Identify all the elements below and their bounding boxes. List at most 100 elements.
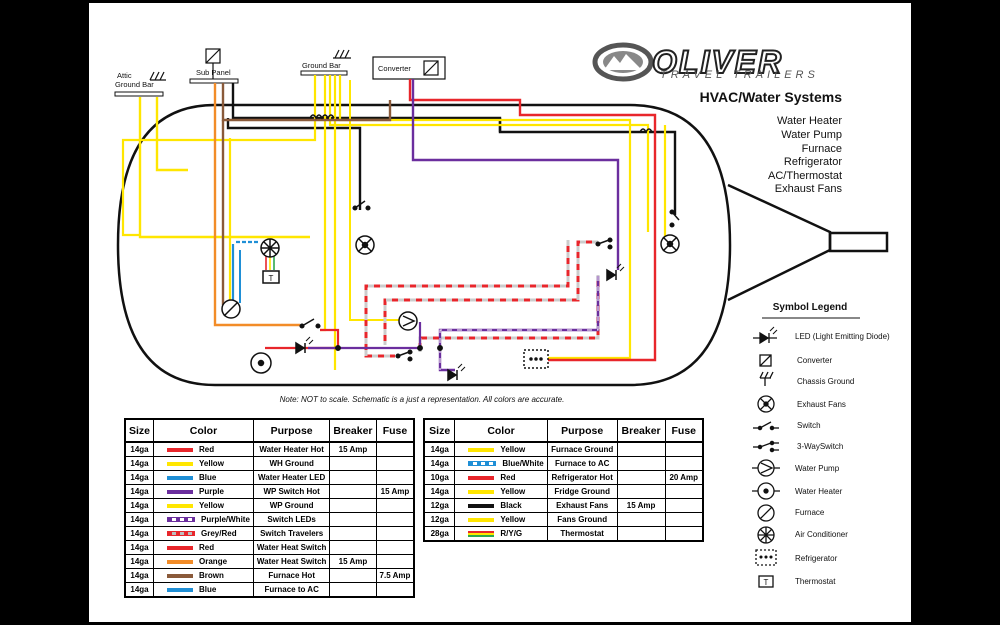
cell-size: 14ga <box>124 470 155 485</box>
col-size: Size <box>423 418 456 443</box>
cell-color: Yellow <box>153 498 254 513</box>
col-fuse: Fuse <box>664 418 704 443</box>
cell-size: 14ga <box>124 484 155 499</box>
cell-purpose: Furnace Hot <box>252 568 331 583</box>
wire-color-name: Black <box>500 501 522 510</box>
wire-color-swatch <box>468 517 495 522</box>
cell-size: 14ga <box>124 441 155 457</box>
switch-icon <box>669 209 680 228</box>
wire-color-name: Grey/Red <box>201 529 237 538</box>
cell-size: 14ga <box>124 568 155 583</box>
wire-color-name: Brown <box>199 571 224 580</box>
table-header-row: Size Color Purpose Breaker Fuse <box>124 418 415 443</box>
cell-purpose: Fridge Ground <box>546 484 618 499</box>
cell-purpose: Furnace to AC <box>252 582 331 598</box>
legend-label: Switch <box>797 421 821 430</box>
legend-three-way-switch-icon <box>753 440 779 453</box>
legend-thermostat-symbol: T <box>764 578 769 587</box>
cell-fuse <box>664 456 704 471</box>
cell-breaker: 15 Amp <box>329 441 377 457</box>
cell-fuse <box>375 540 415 555</box>
cell-purpose: Thermostat <box>546 526 618 542</box>
cell-fuse: 15 Amp <box>375 484 415 499</box>
cell-color: Yellow <box>454 484 548 499</box>
table-row: 14ga Grey/Red Switch Travelers <box>124 526 415 541</box>
wire-color-swatch <box>468 530 495 537</box>
cell-size: 28ga <box>423 526 456 542</box>
cell-breaker <box>329 582 377 598</box>
cell-size: 12ga <box>423 498 456 513</box>
cell-size: 14ga <box>423 441 456 457</box>
wire-color-name: R/Y/G <box>500 529 523 538</box>
cell-color: Blue <box>153 470 254 485</box>
wire-color-name: Red <box>199 445 215 454</box>
water-pump-icon <box>398 311 418 331</box>
cell-breaker <box>616 526 666 542</box>
switch-icon <box>299 318 321 329</box>
cell-breaker <box>329 498 377 513</box>
cell-fuse: 20 Amp <box>664 470 704 485</box>
wire-color-swatch <box>468 447 495 452</box>
cell-color: Black <box>454 498 548 513</box>
legend-label: Converter <box>797 356 832 365</box>
cell-color: Orange <box>153 554 254 569</box>
cell-color: Purple <box>153 484 254 499</box>
wire-color-name: Yellow <box>500 515 526 524</box>
oliver-logo: OLIVER TRAVEL TRAILERS <box>592 42 815 82</box>
cell-purpose: Furnace Ground <box>546 441 618 457</box>
wire-color-swatch <box>167 587 194 592</box>
wire-color-swatch <box>167 517 196 523</box>
cell-size: 14ga <box>124 498 155 513</box>
exhaust-fan-icon <box>660 234 680 254</box>
cell-fuse <box>664 441 704 457</box>
systems-list: Water Heater Water Pump Furnace Refriger… <box>768 115 842 195</box>
wire-color-name: Blue <box>199 473 217 482</box>
legend-converter-icon <box>759 354 772 367</box>
cell-fuse <box>664 512 704 527</box>
cell-size: 14ga <box>423 456 456 471</box>
cell-size: 14ga <box>124 582 155 598</box>
components: T <box>221 200 680 382</box>
cell-size: 12ga <box>423 512 456 527</box>
cell-fuse <box>375 498 415 513</box>
legend-label: Air Conditioner <box>795 530 848 539</box>
cell-size: 14ga <box>124 456 155 471</box>
legend-label: Water Heater <box>795 487 843 496</box>
cell-fuse <box>375 456 415 471</box>
symbol-legend: Symbol Legend <box>752 302 890 588</box>
cell-purpose: Water Heat Switch <box>252 554 331 569</box>
converter-label: Converter <box>378 64 411 73</box>
wire-color-name: Yellow <box>500 487 526 496</box>
col-color: Color <box>153 418 254 443</box>
wire-color-swatch <box>167 489 194 494</box>
cell-size: 10ga <box>423 470 456 485</box>
system-item: Exhaust Fans <box>775 183 843 195</box>
legend-label: 3-WaySwitch <box>797 442 843 451</box>
system-item: AC/Thermostat <box>768 170 842 182</box>
wire-color-name: Blue <box>199 585 217 594</box>
system-item: Water Pump <box>781 129 842 141</box>
cell-fuse <box>375 512 415 527</box>
cell-fuse <box>375 526 415 541</box>
wire-color-name: Yellow <box>500 445 526 454</box>
three-way-switch-icon <box>595 237 613 250</box>
cell-breaker <box>329 540 377 555</box>
cell-purpose: WP Ground <box>252 498 331 513</box>
ground-bar-label: Ground Bar <box>302 61 341 70</box>
cell-purpose: Switch Travelers <box>252 526 331 541</box>
legend-chassis-ground-icon <box>759 371 774 386</box>
cell-size: 14ga <box>124 526 155 541</box>
legend-label: Refrigerator <box>795 554 838 563</box>
cell-color: Yellow <box>454 512 548 527</box>
cell-fuse <box>375 470 415 485</box>
